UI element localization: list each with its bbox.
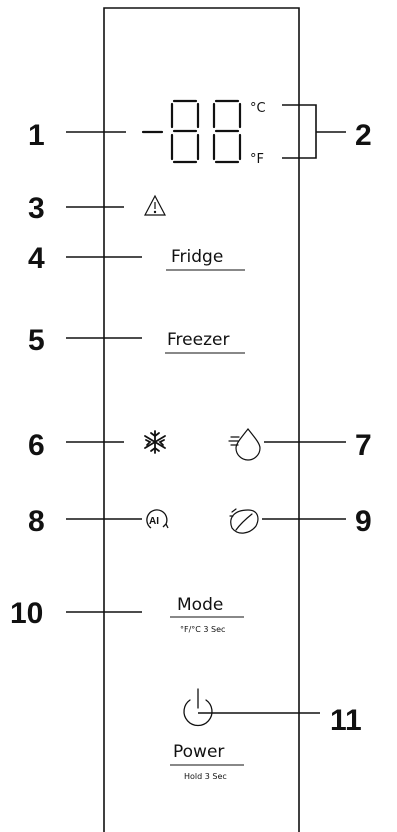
- ai-mode-icon[interactable]: AI: [146, 509, 169, 529]
- callout-3: 3: [28, 192, 45, 225]
- fridge-label: Fridge: [171, 247, 223, 267]
- power-sublabel: Hold 3 Sec: [184, 772, 227, 781]
- freezer-button[interactable]: Freezer: [165, 330, 245, 354]
- callout-1: 1: [28, 119, 45, 152]
- snowflake-icon[interactable]: [144, 430, 166, 454]
- eco-leaf-icon[interactable]: [229, 508, 259, 534]
- alert-icon: [144, 194, 166, 216]
- temperature-display: [141, 99, 242, 164]
- mode-button[interactable]: Mode °F/°C 3 Sec: [170, 595, 244, 634]
- callout-2: 2: [355, 119, 372, 152]
- mode-sublabel: °F/°C 3 Sec: [180, 625, 225, 634]
- panel-outline: [103, 7, 300, 832]
- callout-7: 7: [355, 429, 372, 462]
- callout-5: 5: [28, 324, 45, 357]
- power-button[interactable]: Power Hold 3 Sec: [170, 688, 244, 781]
- callout-8: 8: [28, 505, 45, 538]
- power-label: Power: [173, 742, 224, 762]
- fridge-button[interactable]: Fridge: [166, 247, 245, 271]
- celsius-indicator: °C: [250, 101, 266, 116]
- callout-11: 11: [330, 704, 362, 737]
- display-digit-2: [212, 99, 242, 164]
- callout-6: 6: [28, 429, 45, 462]
- callout-9: 9: [355, 505, 372, 538]
- power-icon: [183, 688, 213, 727]
- fahrenheit-indicator: °F: [250, 152, 264, 167]
- svg-text:AI: AI: [149, 516, 159, 527]
- callout-10: 10: [10, 597, 43, 630]
- mode-label: Mode: [177, 595, 223, 615]
- ice-maker-icon[interactable]: [228, 428, 261, 461]
- display-digit-1: [170, 99, 200, 164]
- freezer-label: Freezer: [167, 330, 229, 350]
- leader-lines: [66, 104, 346, 714]
- callout-4: 4: [28, 242, 45, 275]
